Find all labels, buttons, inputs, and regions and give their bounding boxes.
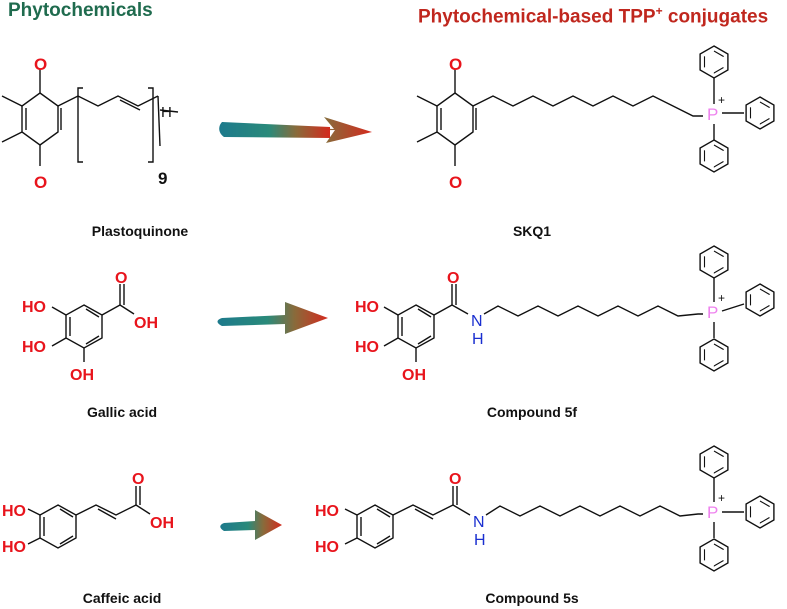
- 5s-nh: H: [474, 532, 486, 549]
- 5f-oh-bottom: OH: [402, 367, 426, 384]
- 5s-n: N: [473, 514, 485, 531]
- compound-5f-label: Compound 5f: [486, 404, 578, 420]
- gallic-ho-mid: HO: [22, 339, 46, 356]
- compound-5s-label: Compound 5s: [485, 590, 579, 606]
- 5f-o: O: [447, 270, 459, 287]
- compound-5f-structure: [383, 284, 703, 362]
- 5f-nh: H: [472, 331, 484, 348]
- skq1-label: SKQ1: [512, 223, 552, 239]
- 5s-phosphorus: P: [707, 503, 718, 522]
- 5f-tpp-group: P +: [699, 245, 775, 372]
- tpp-header-tail: conjugates: [662, 6, 769, 28]
- caffeic-o: O: [132, 471, 144, 488]
- plastoquinone-label: Plastoquinone: [91, 223, 189, 239]
- skq1-phosphorus: P: [707, 105, 718, 124]
- gallic-o: O: [115, 270, 127, 287]
- 5s-o: O: [449, 471, 461, 488]
- compound-5s-structure: [344, 486, 703, 549]
- skq1-tpp-group: P +: [699, 45, 775, 173]
- skq1-o-top: O: [449, 55, 462, 74]
- tpp-header-main: Phytochemical-based TPP: [418, 6, 656, 28]
- 5f-n: N: [471, 313, 483, 330]
- repeat-count: 9: [158, 169, 167, 188]
- caffeic-acid-label: Caffeic acid: [82, 590, 162, 606]
- gallic-oh-acid: OH: [134, 315, 158, 332]
- gallic-acid-label: Gallic acid: [86, 404, 158, 420]
- skq1-structure: [416, 70, 703, 166]
- 5f-ho-mid: HO: [355, 339, 379, 356]
- 5f-plus: +: [718, 291, 725, 305]
- phytochemicals-header: Phytochemicals: [8, 0, 153, 21]
- 5f-ho-top: HO: [355, 299, 379, 316]
- caffeic-acid-structure: [27, 486, 151, 549]
- conversion-arrow-3: [220, 510, 282, 540]
- gallic-ho-top: HO: [22, 299, 46, 316]
- 5s-ho-bottom: HO: [315, 539, 339, 556]
- skq1-plus: +: [718, 93, 725, 107]
- gallic-oh-bottom: OH: [70, 367, 94, 384]
- skq1-o-bottom: O: [449, 173, 462, 192]
- plastoquinone-o-top: O: [34, 55, 47, 74]
- conversion-arrow-1: [219, 117, 372, 143]
- 5s-ho-top: HO: [315, 503, 339, 520]
- 5s-plus: +: [718, 491, 725, 505]
- caffeic-ho-top: HO: [2, 503, 26, 520]
- tpp-conjugates-header: Phytochemical-based TPP+ conjugates: [418, 0, 768, 28]
- caffeic-ho-bottom: HO: [2, 539, 26, 556]
- plastoquinone-o-bottom: O: [34, 173, 47, 192]
- plastoquinone-h: H: [161, 104, 172, 121]
- conversion-arrow-2: [217, 302, 328, 334]
- plastoquinone-structure: [1, 70, 179, 166]
- tpp-header-plus: +: [655, 4, 663, 18]
- 5s-tpp-group: P +: [699, 445, 775, 572]
- caffeic-oh-acid: OH: [150, 515, 174, 532]
- 5f-phosphorus: P: [707, 303, 718, 322]
- gallic-acid-structure: [51, 284, 135, 362]
